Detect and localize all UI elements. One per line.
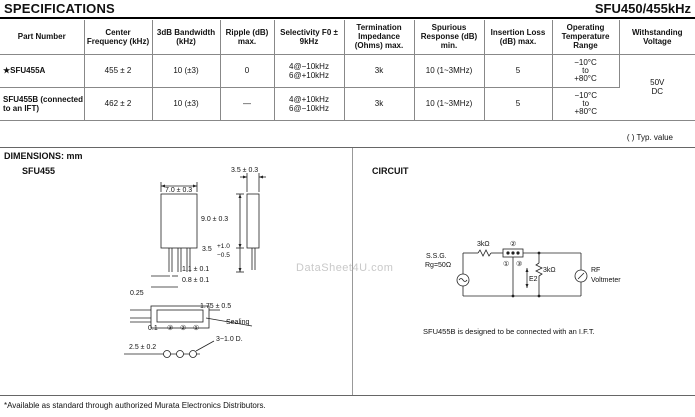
rf-label: RF — [591, 267, 600, 274]
table-header-row: Part Number Center Frequency (kHz) 3dB B… — [0, 20, 695, 55]
cell-bw: 10 (±3) — [152, 54, 221, 88]
dim-pitch1: 1.1 ± 0.1 — [182, 266, 209, 273]
circuit-note: SFU455B is designed to be connected with… — [423, 327, 595, 336]
temp-low: −10°C — [574, 57, 597, 67]
sel-line-1: 4@−10kHz — [289, 61, 329, 71]
pin3-label: ③ — [167, 324, 173, 332]
col-voltage: Withstanding Voltage — [619, 20, 695, 55]
section-divider — [0, 147, 695, 148]
temp-to: to — [582, 98, 590, 108]
ssg-label: S.S.G. — [426, 253, 447, 260]
temp-low: −10°C — [574, 90, 598, 100]
cell-ripple: — — [220, 87, 275, 121]
col-selectivity: Selectivity F0 ± 9kHz — [274, 20, 345, 55]
dim-width: 7.0 ± 0.3 — [165, 187, 192, 194]
cell-part: SFU455B (connected to an IFT) — [0, 87, 85, 121]
col-spurious: Spurious Response (dB) min. — [414, 20, 485, 55]
dim-lead-minus: −0.5 — [217, 252, 230, 259]
dim-holes: 3−1.0 D. — [216, 336, 243, 343]
dim-025: 0.25 — [130, 290, 144, 297]
resistor-2: 3kΩ — [543, 267, 556, 274]
table-row: SFU455B (connected to an IFT) 462 ± 2 10… — [0, 87, 695, 121]
cell-loss: 5 — [484, 54, 553, 88]
cell-imp: 3k — [344, 87, 415, 121]
dim-lead: 3.5 — [202, 246, 212, 253]
temp-high: +80°C — [574, 73, 597, 83]
resistor-1: 3kΩ — [477, 241, 490, 248]
rg-label: Rg=50Ω — [425, 262, 451, 269]
col-ripple: Ripple (dB) max. — [220, 20, 275, 55]
node-2: ② — [510, 240, 516, 248]
dimensions-part: SFU455 — [22, 166, 56, 176]
sel-line-1: 4@+10kHz — [289, 94, 329, 104]
e2-label: E2 — [529, 276, 538, 283]
col-insertion-loss: Insertion Loss (dB) max. — [484, 20, 553, 55]
circuit-diagram: 3kΩ ② S.S.G. Rg=50Ω ① ③ 3kΩ E2 RF Voltme… — [425, 240, 621, 298]
dim-01: 0.1 — [148, 325, 158, 332]
col-impedance: Termination Impedance (Ohms) max. — [344, 20, 415, 55]
col-temperature: Operating Temperature Range — [552, 20, 620, 55]
dim-175: 1.75 ± 0.5 — [200, 303, 231, 310]
dim-height: 9.0 ± 0.3 — [201, 216, 228, 223]
cell-freq: 455 ± 2 — [84, 54, 153, 88]
node-1: ① — [503, 260, 509, 268]
cell-freq: 462 ± 2 — [84, 87, 153, 121]
voltage-line-2: DC — [651, 87, 664, 96]
sel-line-2: 6@+10kHz — [289, 70, 329, 80]
cell-part: ★SFU455A — [0, 54, 85, 88]
watermark: DataSheet4U.com — [296, 262, 394, 274]
pin1-label: ① — [193, 324, 199, 332]
dim-pitch25: 2.5 ± 0.2 — [129, 344, 156, 351]
sealing-label: Sealing — [226, 319, 249, 326]
circuit-title: CIRCUIT — [372, 166, 409, 176]
col-center-frequency: Center Frequency (kHz) — [84, 20, 153, 55]
cell-bw: 10 (±3) — [152, 87, 221, 121]
cell-spur: 10 (1~3MHz) — [414, 87, 485, 121]
vertical-divider — [352, 148, 353, 395]
cell-loss: 5 — [484, 87, 553, 121]
footer-note: *Available as standard through authorize… — [4, 401, 266, 410]
node-3: ③ — [516, 260, 522, 268]
temp-high: +80°C — [574, 106, 598, 116]
voltmeter-label: Voltmeter — [591, 277, 621, 284]
bottom-rule — [0, 395, 695, 396]
dim-lead-plus: +1.0 — [217, 243, 230, 250]
pin2-label: ② — [180, 324, 186, 332]
spec-table: Part Number Center Frequency (kHz) 3dB B… — [0, 20, 695, 121]
dim-pitch2: 0.8 ± 0.1 — [182, 277, 209, 284]
col-part-number: Part Number — [0, 20, 85, 55]
top-rule — [0, 17, 695, 19]
col-bandwidth: 3dB Bandwidth (kHz) — [152, 20, 221, 55]
page-title: SPECIFICATIONS — [4, 1, 115, 16]
typ-value-note: ( ) Typ. value — [626, 133, 673, 142]
model-title: SFU450/455kHz — [594, 1, 691, 16]
sel-line-2: 6@−10kHz — [289, 103, 329, 113]
dim-depth: 3.5 ± 0.3 — [231, 167, 258, 174]
dimensions-title: DIMENSIONS: mm — [4, 151, 83, 161]
cell-imp: 3k — [344, 54, 415, 88]
voltage-line-1: 50V — [650, 78, 665, 87]
cell-ripple: 0 — [220, 54, 275, 88]
cell-spur: 10 (1~3MHz) — [414, 54, 485, 88]
dimension-drawing: 7.0 ± 0.3 3.5 ± 0.3 9.0 ± 0.3 3.5 +1.0 −… — [124, 167, 266, 358]
temp-to: to — [582, 65, 589, 75]
